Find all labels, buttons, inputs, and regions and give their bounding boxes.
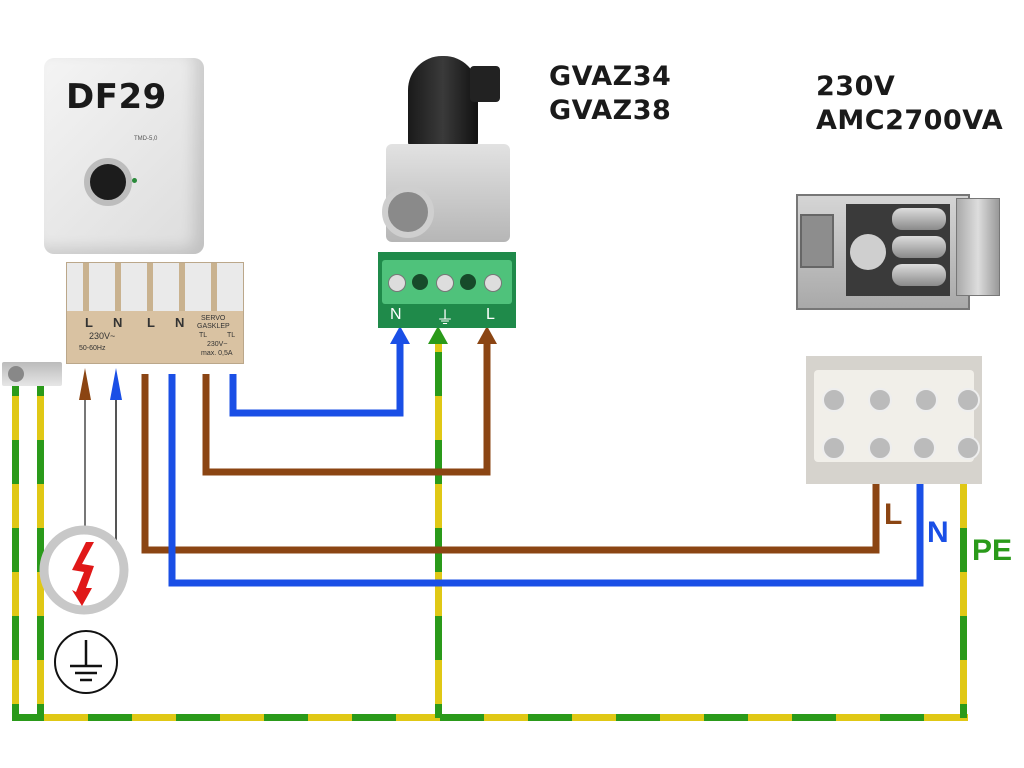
fan-impeller [850, 234, 886, 270]
valve-port [382, 186, 434, 238]
earth-clamp [2, 362, 62, 386]
neutral-wire-fan [168, 374, 924, 587]
earth-wire-bottom [12, 714, 968, 721]
valve-model-1: GVAZ34 [549, 61, 672, 92]
valve-hole-1 [412, 274, 428, 290]
fan-screw-top-3 [914, 388, 938, 412]
term-label-n2: N [175, 315, 185, 330]
fan-terminal-block [806, 356, 982, 484]
earth-wire-left-2 [37, 382, 44, 718]
fan-voltage: 230V [816, 71, 896, 102]
term-label-l2: L [147, 315, 155, 330]
supply-arrow-n [110, 368, 122, 400]
supply-voltage: 230V~ [89, 331, 116, 341]
live-wire-valve [202, 342, 491, 476]
filter-2 [892, 236, 946, 258]
supply-arrow-l [79, 368, 91, 400]
fan-unit [796, 184, 1002, 314]
term-label-n1: N [113, 315, 123, 330]
earth-wire-fan [960, 462, 967, 718]
status-led [132, 178, 137, 183]
valve-hole-2 [460, 274, 476, 290]
valve-connector [470, 66, 500, 102]
ground-icon [54, 630, 118, 694]
term-label-l1: L [85, 315, 93, 330]
servo-subtitle: GASKLEP [197, 323, 230, 330]
speed-knob[interactable] [84, 158, 132, 206]
fan-screw-l[interactable] [868, 436, 892, 460]
servo-title: SERVO [201, 315, 226, 322]
fan-screw-bottom-1 [822, 436, 846, 460]
live-wire-fan [141, 374, 880, 554]
clamp-screw [8, 366, 24, 382]
fan-screw-top-2 [868, 388, 892, 412]
valve-model-2: GVAZ38 [549, 95, 672, 126]
controller-title: DF29 [66, 77, 167, 117]
earth-wire-valve [435, 340, 442, 718]
servo-tl-right: TL [227, 332, 236, 339]
neutral-wire-valve [229, 342, 404, 417]
servo-max: max. 0,5A [201, 350, 233, 357]
valve-screw-n[interactable] [388, 274, 406, 292]
fan-wire-label-n: N [927, 516, 949, 549]
fan-wire-label-pe: PE [972, 534, 1013, 567]
valve-label-l: L [486, 306, 495, 323]
filter-1 [892, 208, 946, 230]
fan-door [956, 198, 1000, 296]
valve-terminal-block: N ⏚ L [378, 252, 516, 328]
valve-label-n: N [390, 306, 402, 323]
valve-pe-arrow [428, 326, 448, 344]
controller-box: DF29 TMD-5,0 [44, 58, 204, 254]
lightning-bolt-icon [39, 525, 129, 615]
terminal-screws [67, 263, 243, 311]
servo-tl-left: TL [199, 332, 208, 339]
filter-3 [892, 264, 946, 286]
valve-n-arrow [390, 326, 410, 344]
fan-screw-top-1 [822, 388, 846, 412]
earth-wire-left-1 [12, 382, 19, 718]
valve-screw-l[interactable] [484, 274, 502, 292]
fan-screw-n[interactable] [912, 436, 936, 460]
valve-label-pe: ⏚ [436, 308, 454, 328]
controller-terminal-strip: L N L N 230V~ 50-60Hz SERVO GASKLEP TL T… [66, 262, 244, 364]
supply-freq: 50-60Hz [79, 345, 106, 352]
fan-wire-label-l: L [884, 498, 903, 531]
controller-model-plate: TMD-5,0 [134, 136, 158, 142]
valve-screw-pe[interactable] [436, 274, 454, 292]
fan-screw-pe[interactable] [956, 436, 980, 460]
valve-l-arrow [477, 326, 497, 344]
valve-coil [408, 56, 478, 148]
servo-voltage: 230V~ [207, 341, 228, 348]
fan-screw-top-4 [956, 388, 980, 412]
gas-valve [380, 46, 530, 246]
fan-model: AMC2700VA [816, 105, 1004, 136]
fan-inlet [800, 214, 834, 268]
